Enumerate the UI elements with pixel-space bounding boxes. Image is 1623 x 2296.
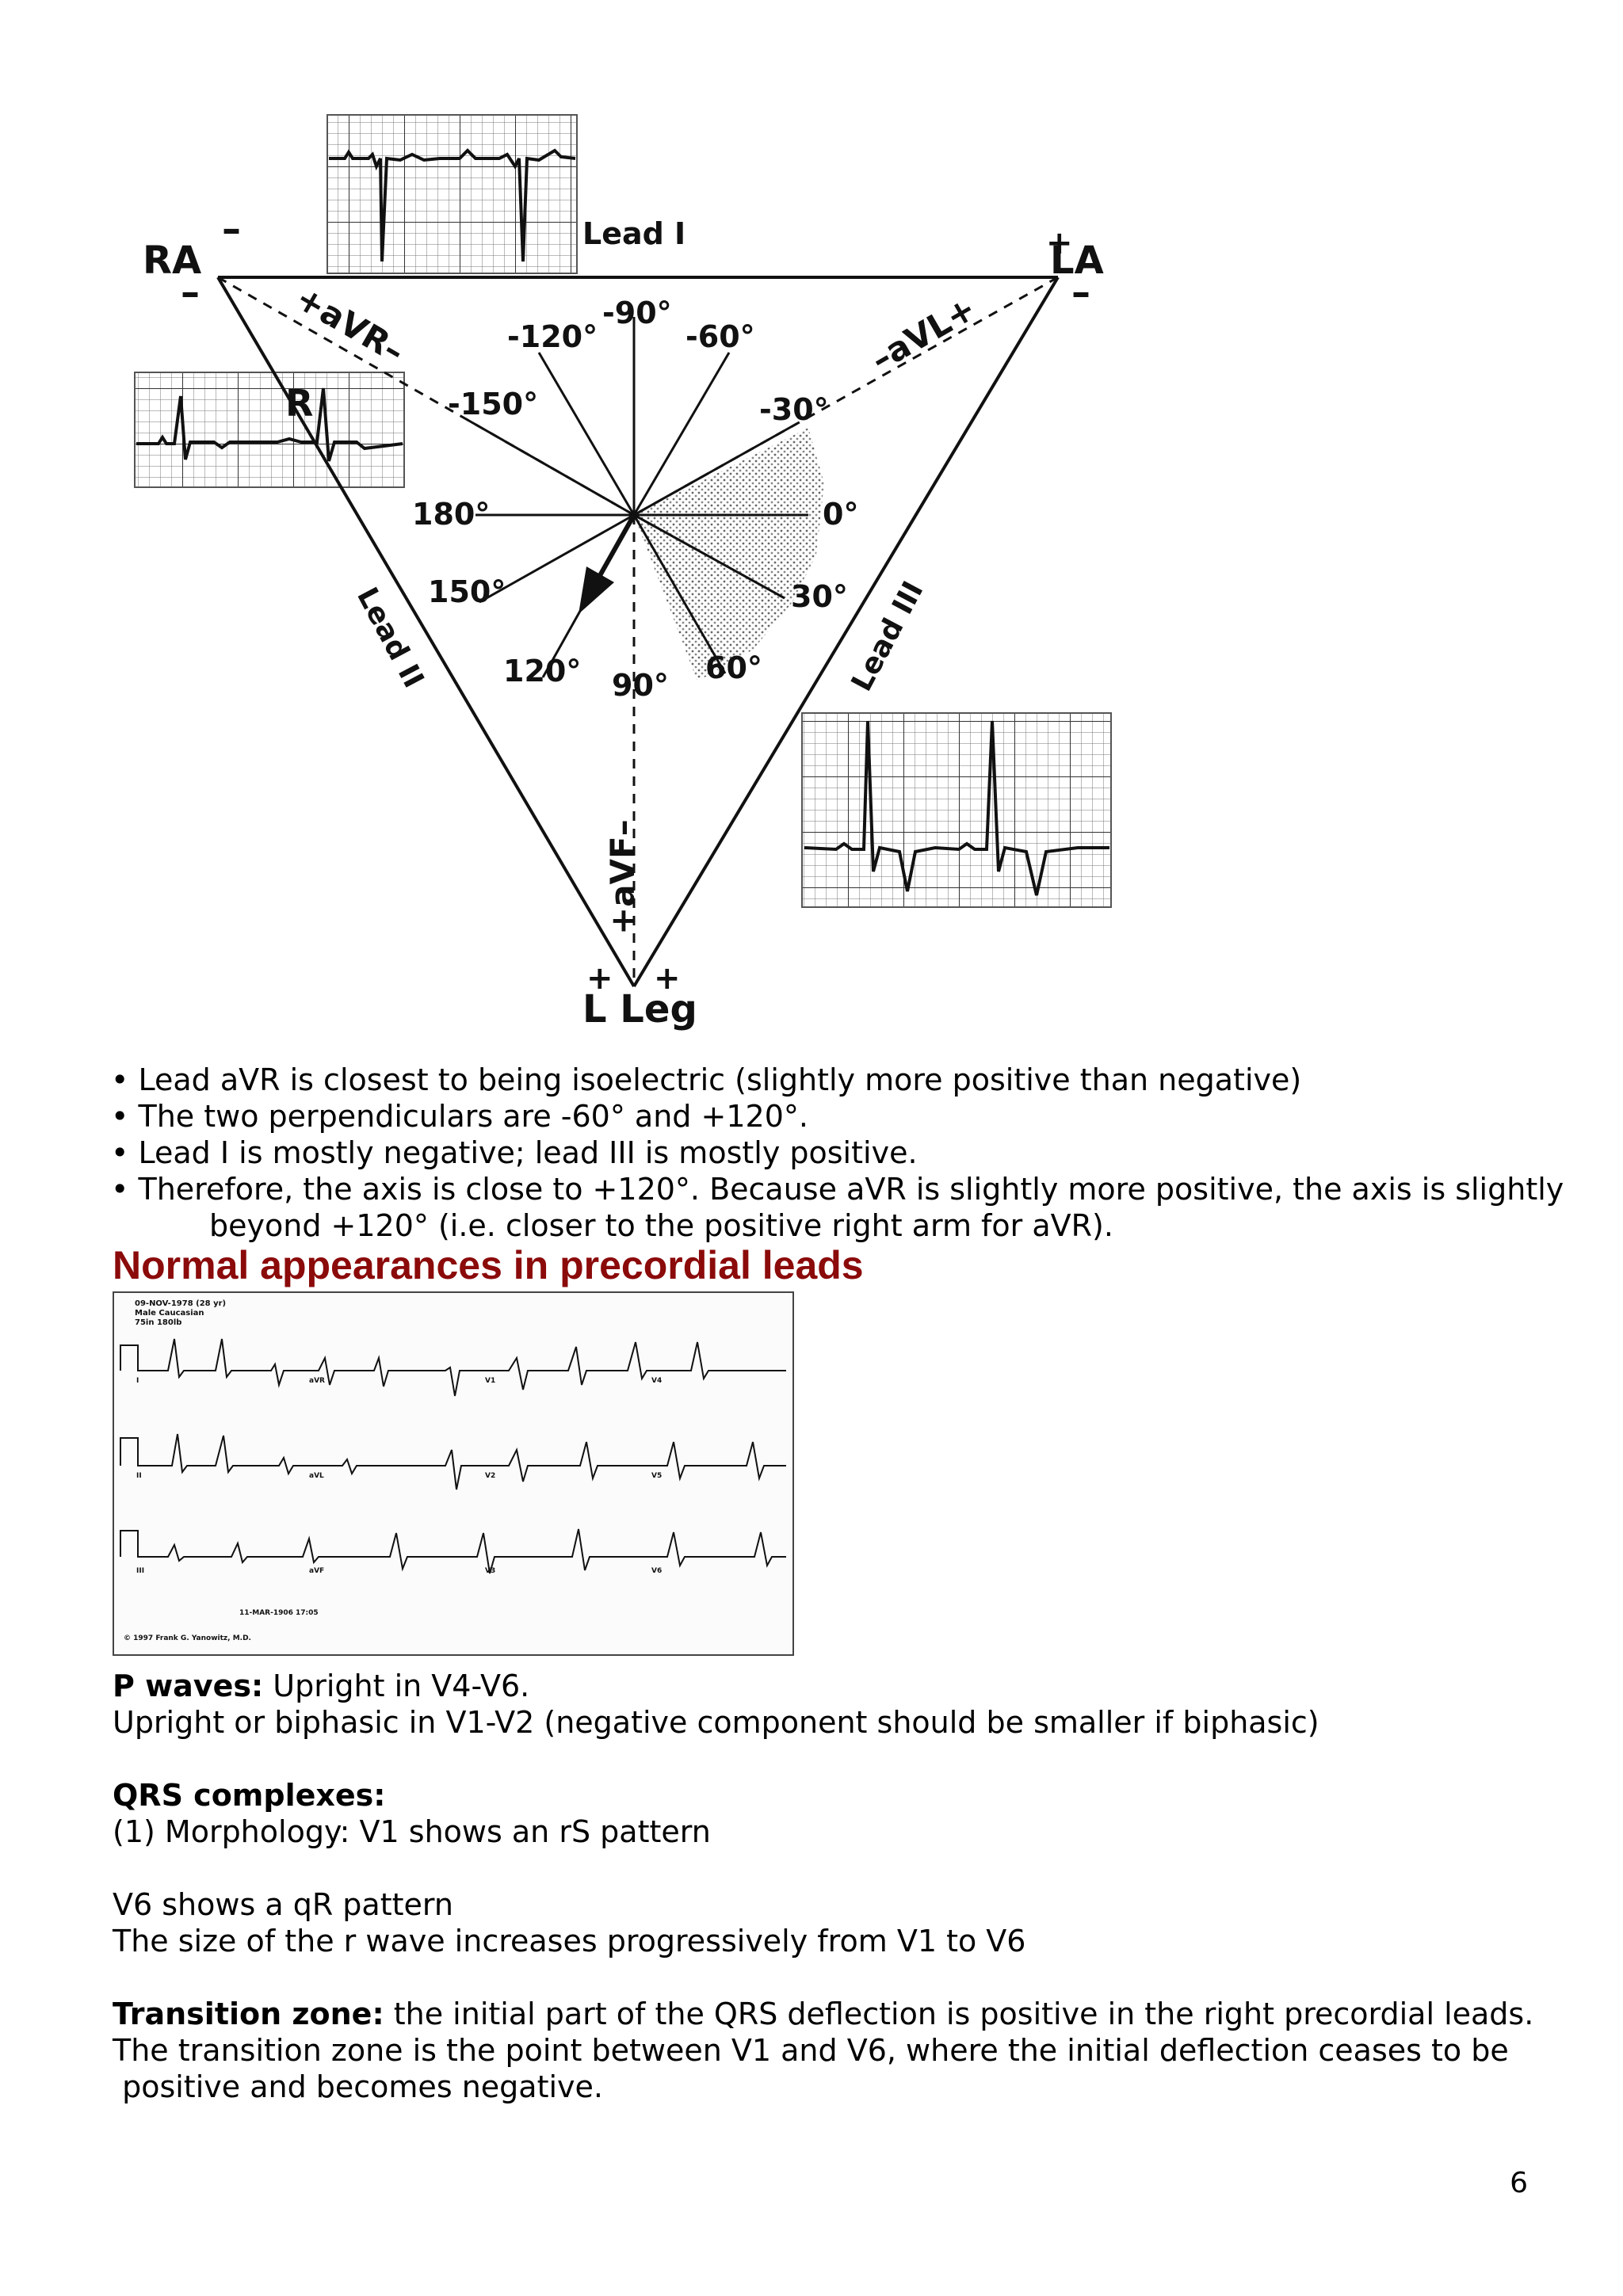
ecg-lead-label: V5 (651, 1472, 662, 1480)
ecg-header-line: 75in 180lb (135, 1318, 181, 1327)
avr-ecg-strip: R (135, 372, 404, 487)
twelve-lead-ecg: 09-NOV-1978 (28 yr) Male Caucasian 75in … (113, 1291, 794, 1656)
ecg-lead-label: V2 (485, 1472, 495, 1480)
qrs-line-2: V6 shows a qR pattern (113, 1886, 1602, 1923)
ecg-copyright: © 1997 Frank G. Yanowitz, M.D. (124, 1634, 251, 1642)
ecg-lead-label: II (136, 1472, 142, 1480)
lead-2-label: Lead II (350, 582, 430, 693)
p-waves-text: Upright in V4-V6. (263, 1669, 529, 1703)
p-waves-label: P waves: (113, 1669, 263, 1703)
twelve-lead-ecg-figure: 09-NOV-1978 (28 yr) Male Caucasian 75in … (113, 1291, 794, 1656)
bullet-item: • The two perpendiculars are -60° and +1… (111, 1098, 1585, 1135)
angle-label-150: 150° (428, 574, 506, 609)
lead-1-label: Lead I (582, 216, 685, 251)
leg-polarity-left: + (586, 960, 613, 997)
transition-label: Transition zone: (113, 1997, 384, 2031)
precordial-description: P waves: Upright in V4-V6. Upright or bi… (113, 1668, 1602, 2105)
avr-lead-label: +aVR– (289, 278, 411, 371)
lead-1-ecg-strip (327, 115, 577, 273)
einthoven-diagram: R (127, 111, 1141, 1046)
qrs-line-3: The size of the r wave increases progres… (113, 1923, 1602, 1959)
angle-label-minus-120: -120° (507, 319, 598, 354)
angle-label-120: 120° (503, 654, 581, 688)
avl-lead-label: –aVL+ (865, 288, 983, 379)
leg-polarity-right: + (654, 960, 681, 997)
qrs-line-1: (1) Morphology: V1 shows an rS pattern (113, 1814, 1602, 1850)
bullet-item-continuation: beyond +120° (i.e. closer to the positiv… (111, 1207, 1585, 1244)
bullet-item: • Therefore, the axis is close to +120°.… (111, 1171, 1585, 1207)
ecg-lead-label: V1 (485, 1377, 495, 1385)
ecg-lead-label: V4 (651, 1377, 662, 1385)
section-title: Normal appearances in precordial leads (113, 1242, 864, 1288)
angle-label-180: 180° (412, 497, 490, 532)
blank-line (113, 1959, 1602, 1996)
angle-label-60: 60° (705, 650, 762, 685)
bullet-item: • Lead aVR is closest to being isoelectr… (111, 1062, 1585, 1098)
ra-polarity-bottom: – (181, 270, 200, 315)
lead-3-label: Lead III (846, 576, 930, 696)
ecg-date-stamp: 11-MAR-1906 17:05 (239, 1609, 319, 1617)
einthoven-triangle-figure: R (127, 111, 1141, 1046)
qrs-heading: QRS complexes: (113, 1777, 1602, 1814)
page-number: 6 (1510, 2167, 1528, 2199)
angle-label-0: 0° (823, 497, 858, 532)
blank-line (113, 1850, 1602, 1886)
angle-label-90: 90° (612, 668, 669, 703)
ecg-lead-label: aVF (309, 1567, 324, 1575)
ecg-header-line: 09-NOV-1978 (28 yr) (135, 1299, 226, 1308)
axis-explanation-list: • Lead aVR is closest to being isoelectr… (111, 1062, 1585, 1244)
ecg-header-line: Male Caucasian (135, 1309, 204, 1318)
ecg-lead-label: I (136, 1377, 139, 1385)
transition-paragraph: Transition zone: the initial part of the… (113, 1996, 1602, 2032)
ecg-lead-label: aVL (309, 1472, 324, 1480)
avf-lead-label: +aVF– (603, 819, 642, 935)
p-waves-paragraph: P waves: Upright in V4-V6. (113, 1668, 1602, 1704)
blank-line (113, 1741, 1602, 1777)
ecg-lead-label: aVR (309, 1377, 325, 1385)
lead-3-ecg-strip (802, 713, 1111, 907)
transition-text: the initial part of the QRS deflection i… (384, 1997, 1534, 2031)
la-polarity-top: + (1046, 225, 1073, 261)
ecg-lead-label: V3 (485, 1567, 495, 1575)
p-waves-line-2: Upright or biphasic in V1-V2 (negative c… (113, 1704, 1602, 1741)
transition-line-3: positive and becomes negative. (113, 2069, 1602, 2105)
angle-label-minus-60: -60° (685, 319, 755, 354)
angle-label-minus-30: -30° (759, 392, 829, 427)
la-polarity-bottom: – (1071, 270, 1090, 315)
ecg-lead-label: V6 (651, 1567, 662, 1575)
transition-line-2: The transition zone is the point between… (113, 2032, 1602, 2069)
angle-label-minus-150: -150° (448, 387, 538, 421)
ecg-lead-label: III (136, 1567, 144, 1575)
ra-polarity-top: – (222, 207, 241, 251)
bullet-item: • Lead I is mostly negative; lead III is… (111, 1135, 1585, 1171)
angle-label-minus-90: -90° (602, 296, 672, 330)
angle-label-30: 30° (791, 579, 848, 614)
qrs-label: QRS complexes: (113, 1778, 386, 1813)
